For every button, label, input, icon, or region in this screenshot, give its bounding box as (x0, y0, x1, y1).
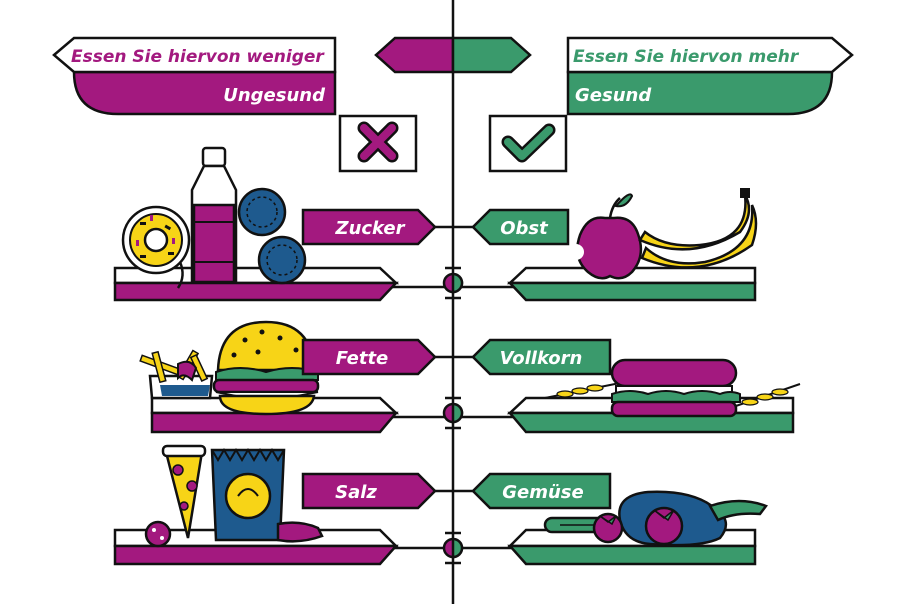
fries-icon (139, 349, 214, 400)
salami-icon (144, 520, 324, 548)
label-zucker-text: Zucker (335, 218, 406, 239)
chips-bag-icon (210, 448, 286, 542)
row-salz-gemuese: Salz Gemüse (113, 444, 768, 566)
right-instruction: Essen Sie hiervon mehr (573, 47, 800, 67)
center-node-3 (442, 531, 464, 565)
label-obst-text: Obst (500, 218, 549, 239)
label-zucker: Zucker (301, 208, 437, 246)
label-vollkorn-text: Vollkorn (500, 348, 583, 369)
sandwich-icon (610, 358, 741, 418)
tomato-icon (592, 506, 684, 546)
label-fette-text: Fette (336, 348, 389, 369)
center-node-2 (442, 396, 464, 430)
apple-icon (568, 193, 643, 280)
left-title: Ungesund (223, 85, 326, 106)
header-right: Essen Sie hiervon mehr Gesund (566, 36, 854, 116)
left-instruction: Essen Sie hiervon weniger (71, 47, 325, 67)
right-title: Gesund (575, 85, 652, 106)
label-obst: Obst (471, 208, 570, 246)
x-mark-icon (338, 114, 418, 173)
check-mark-icon (488, 114, 568, 173)
header-center-hex (374, 36, 532, 74)
row-fette-vollkorn: Fette Vollkorn (139, 320, 801, 434)
donut-icon (121, 205, 191, 289)
label-fette: Fette (301, 338, 437, 376)
soda-bottle-icon (190, 146, 238, 284)
cookies-icon (237, 187, 307, 285)
row-zucker-obst: Zucker Obst (113, 146, 758, 302)
label-salz-text: Salz (335, 482, 377, 503)
center-node-1 (442, 266, 464, 300)
bananas-icon (638, 188, 758, 269)
label-vollkorn: Vollkorn (471, 338, 612, 376)
header-left: Essen Sie hiervon weniger Ungesund (52, 36, 337, 116)
label-gemuese: Gemüse (471, 472, 612, 510)
label-gemuese-text: Gemüse (502, 482, 583, 503)
pizza-icon (161, 444, 207, 539)
wheat-icon (544, 381, 801, 409)
burger-icon (212, 320, 320, 416)
label-salz: Salz (301, 472, 437, 510)
